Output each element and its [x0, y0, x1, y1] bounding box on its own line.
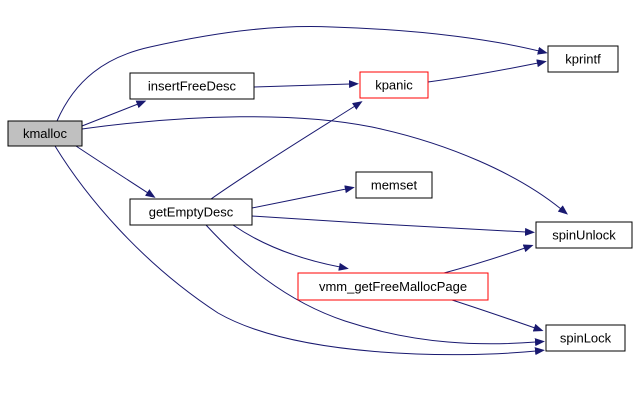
edges-layer — [54, 26, 568, 356]
node-box-spinUnlock[interactable] — [535, 221, 633, 249]
edge-kmalloc-to-insertFreeDesc — [81, 100, 147, 127]
node-vmm_getFreeMallocPage[interactable]: vmm_getFreeMallocPage — [297, 272, 489, 301]
edge-getEmptyDesc-to-vmm_getFreeMallocPage — [232, 224, 349, 271]
node-insertFreeDesc[interactable]: insertFreeDesc — [129, 72, 255, 100]
node-getEmptyDesc[interactable]: getEmptyDesc — [129, 198, 253, 226]
edge-getEmptyDesc-to-memset — [251, 185, 355, 209]
edge-kmalloc-to-getEmptyDesc — [75, 145, 156, 198]
node-box-spinLock[interactable] — [545, 324, 626, 352]
edge-getEmptyDesc-to-spinLock — [205, 224, 545, 347]
nodes-layer: kmalloc insertFreeDesc kpanic kprintf memset… — [7, 45, 633, 352]
node-box-memset[interactable] — [355, 171, 433, 199]
node-kpanic[interactable]: kpanic — [359, 71, 429, 99]
node-memset[interactable]: memset — [355, 171, 433, 199]
node-box-vmm_getFreeMallocPage[interactable] — [297, 272, 489, 301]
node-kprintf[interactable]: kprintf — [547, 45, 619, 73]
node-box-kprintf[interactable] — [547, 45, 619, 73]
edge-kmalloc-to-spinUnlock — [81, 116, 568, 215]
edge-kpanic-to-kprintf — [427, 59, 547, 83]
edge-kmalloc-to-spinLock — [54, 145, 545, 356]
edge-getEmptyDesc-to-kpanic — [210, 101, 363, 200]
edge-insertFreeDesc-to-kpanic — [253, 80, 359, 89]
node-box-kpanic[interactable] — [359, 71, 429, 99]
node-spinLock[interactable]: spinLock — [545, 324, 626, 352]
node-kmalloc: kmalloc — [7, 120, 83, 147]
edge-kmalloc-to-kprintf — [56, 26, 548, 122]
node-spinUnlock[interactable]: spinUnlock — [535, 221, 633, 249]
edge-vmm_getFreeMallocPage-to-spinLock — [451, 299, 544, 332]
node-box-insertFreeDesc[interactable] — [129, 72, 255, 100]
edge-vmm_getFreeMallocPage-to-spinUnlock — [443, 244, 534, 274]
edge-getEmptyDesc-to-spinUnlock — [251, 215, 535, 236]
node-box-kmalloc — [7, 120, 83, 147]
node-box-getEmptyDesc[interactable] — [129, 198, 253, 226]
